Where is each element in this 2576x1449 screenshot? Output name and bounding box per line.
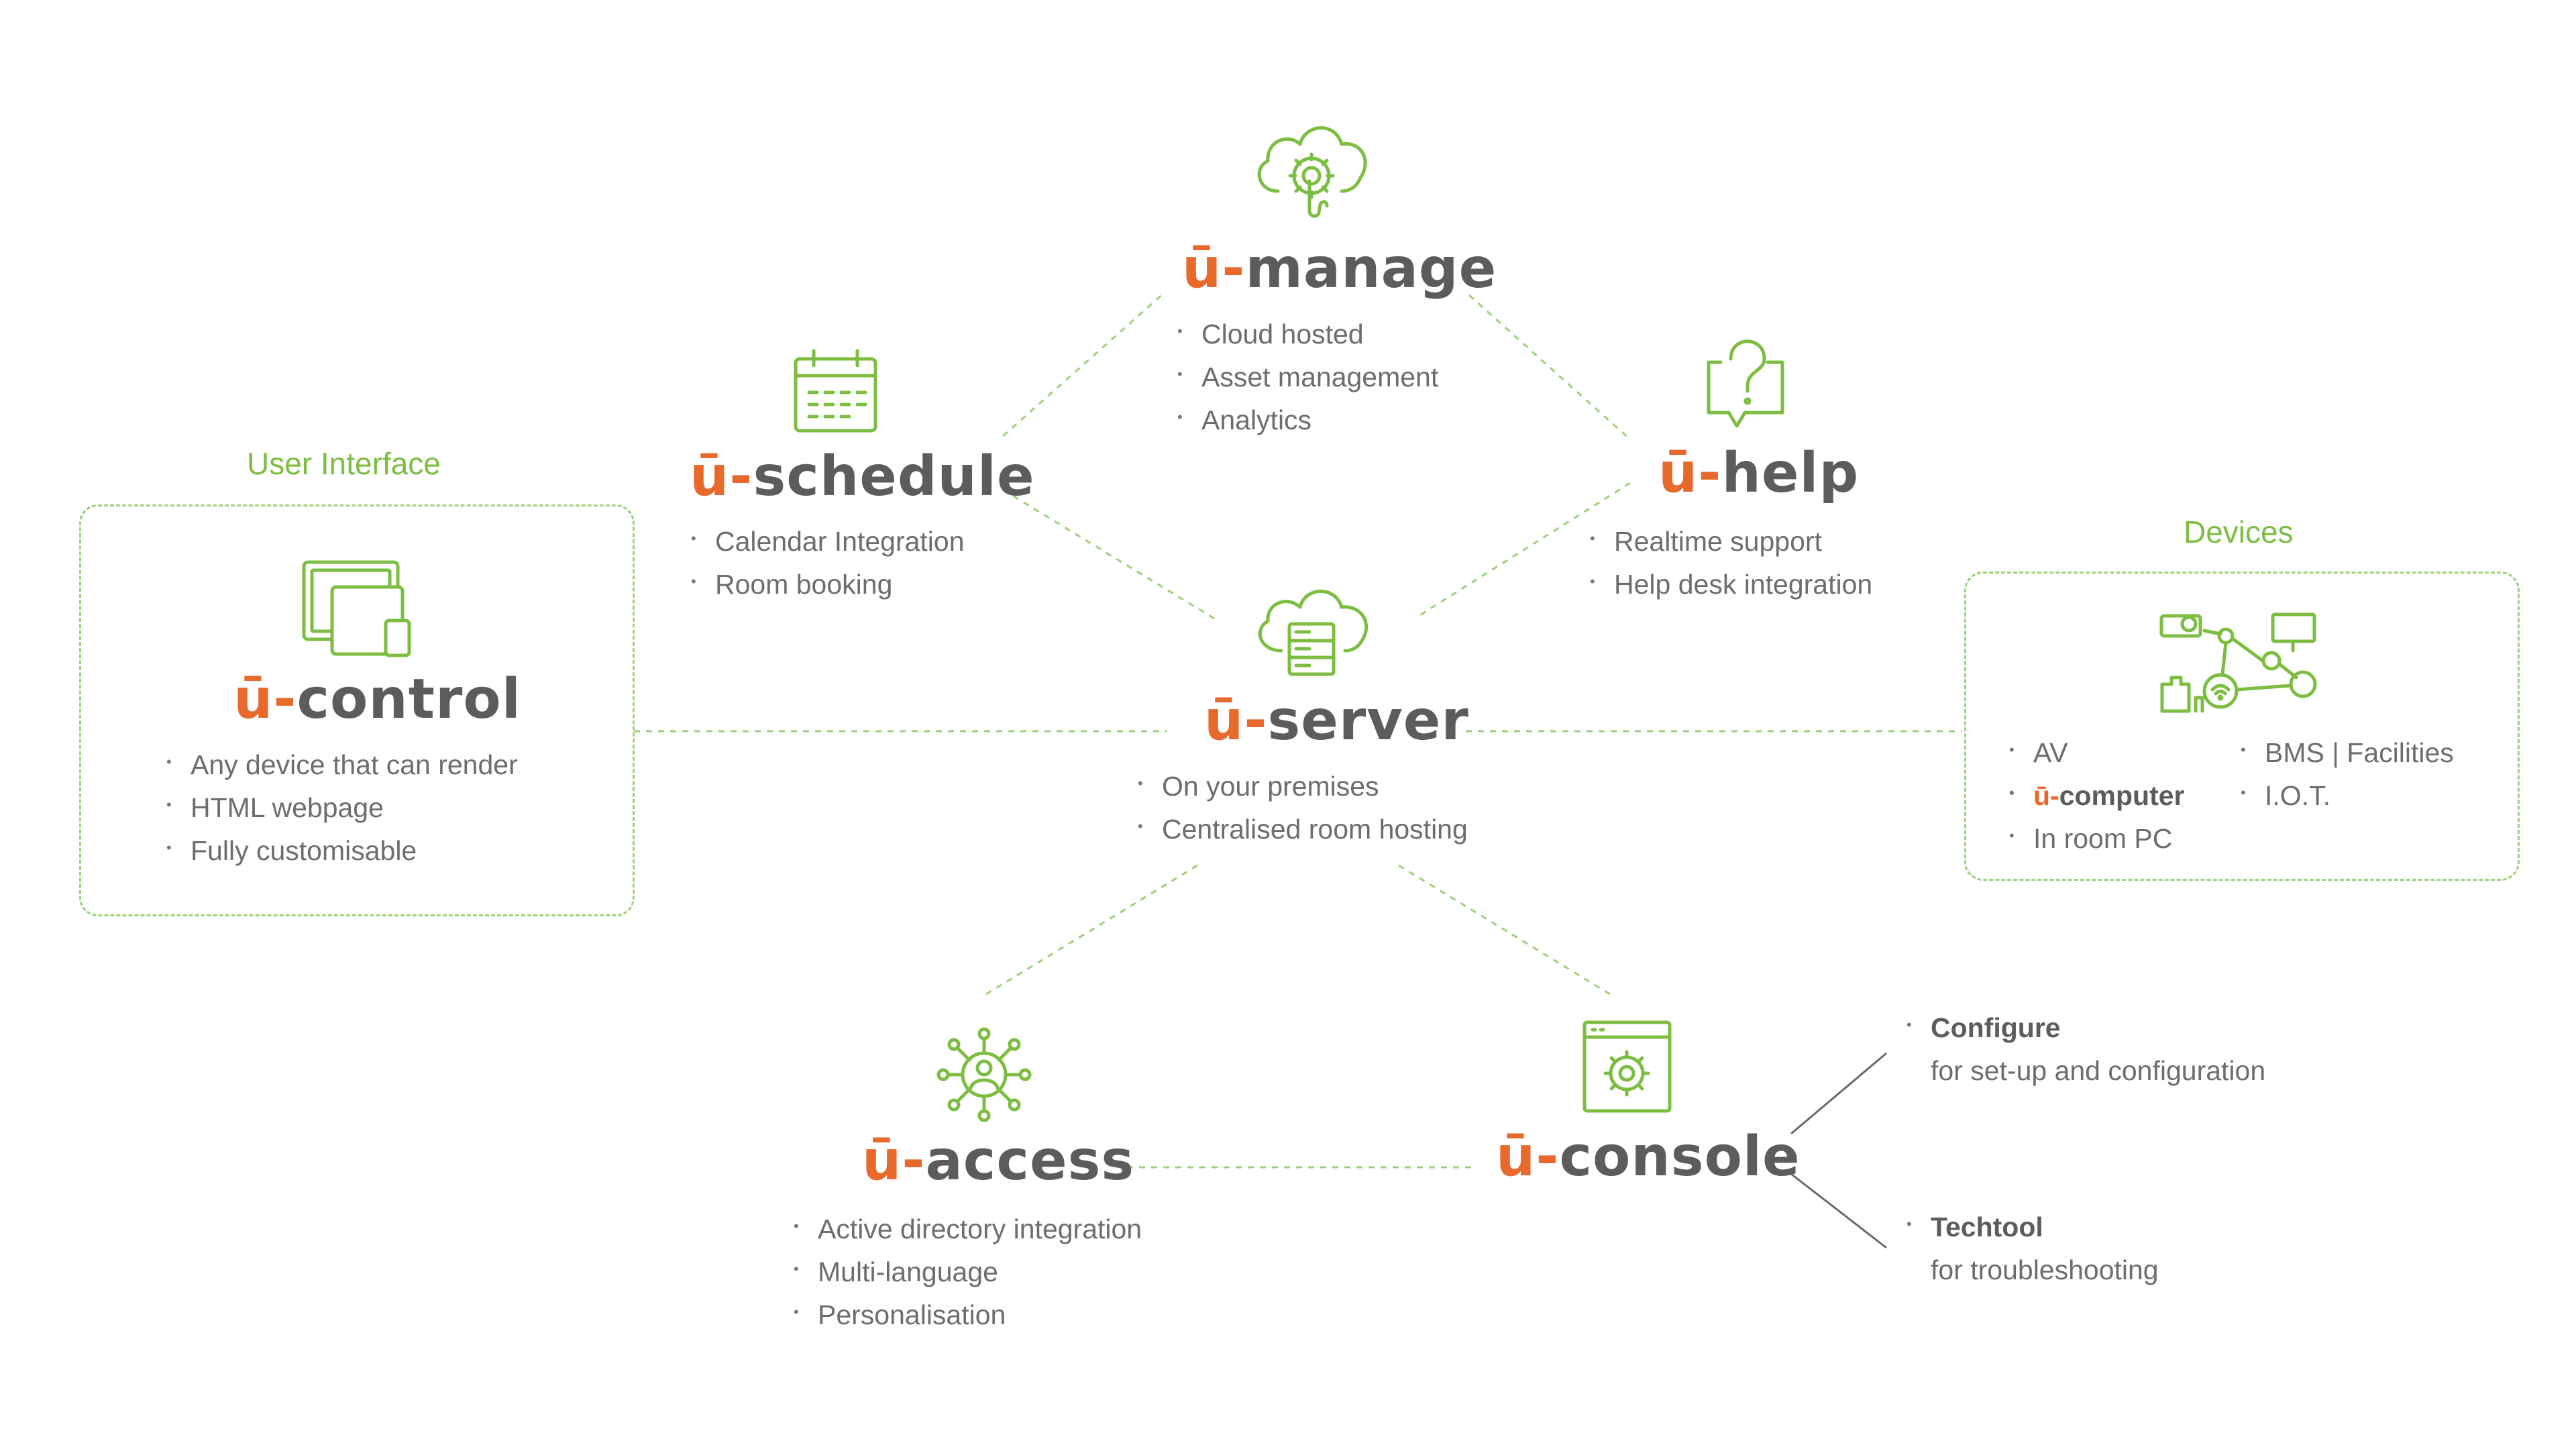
- user-interface-label: User Interface: [247, 446, 441, 481]
- console-title: ū-console: [1496, 1125, 1801, 1189]
- control-title: ū-control: [233, 667, 521, 731]
- brand-u: ū: [1182, 237, 1222, 301]
- schedule-title: ū-schedule: [690, 445, 1035, 508]
- control-bullets: Any device that can render HTML webpage …: [166, 741, 518, 872]
- link-server-access: [982, 864, 1198, 998]
- user-network-icon: [936, 1026, 1033, 1124]
- devices-box: [1964, 572, 2520, 881]
- manage-title: ū-manage: [1182, 237, 1497, 301]
- server-title: ū-server: [1204, 689, 1469, 753]
- devices-col1: AV ū-computer In room PC: [2009, 729, 2185, 860]
- brand-u: ū: [233, 667, 274, 731]
- access-title: ū-access: [862, 1129, 1135, 1193]
- link-server-console: [1398, 864, 1614, 998]
- list-item: Asset management: [1177, 353, 1438, 398]
- calendar-icon: [790, 345, 881, 436]
- link-console-configure: [1790, 1052, 1887, 1135]
- brand-u: ū: [862, 1129, 902, 1193]
- list-item: In room PC: [2009, 814, 2185, 860]
- list-item: Analytics: [1177, 396, 1438, 441]
- brand-u: ū: [2033, 780, 2051, 811]
- cloud-server-icon: [1248, 577, 1375, 678]
- window-gear-icon: [1582, 1020, 1672, 1114]
- list-item: Cloud hosted: [1177, 310, 1438, 356]
- brand-u: ū: [690, 445, 730, 508]
- brand-u: ū: [1658, 441, 1699, 505]
- list-item: Realtime support: [1590, 517, 1872, 563]
- access-bullets: Active directory integration Multi-langu…: [794, 1205, 1142, 1336]
- server-bullets: On your premises Centralised room hostin…: [1138, 762, 1468, 851]
- configure-tool: Configure for set-up and configuration: [1907, 1004, 2265, 1092]
- link-manage-help: [1468, 294, 1631, 441]
- list-item: Personalisation: [794, 1291, 1142, 1336]
- list-item: Centralised room hosting: [1138, 805, 1468, 851]
- list-item: Fully customisable: [166, 826, 518, 872]
- devices-label: Devices: [2184, 515, 2294, 549]
- devices-col2: BMS | Facilities I.O.T.: [2241, 729, 2454, 817]
- list-item: Room booking: [691, 560, 965, 606]
- link-console-techtool: [1790, 1173, 1887, 1249]
- list-item: Active directory integration: [794, 1205, 1142, 1250]
- devices-icon: [302, 560, 413, 657]
- list-item: Any device that can render: [166, 741, 518, 786]
- list-item: Calendar Integration: [691, 517, 965, 563]
- list-item: I.O.T.: [2241, 771, 2454, 817]
- techtool-tool: Techtool for troubleshooting: [1907, 1203, 2159, 1291]
- link-help-server: [1418, 482, 1631, 617]
- brand-u: ū: [1496, 1125, 1536, 1189]
- help-bullets: Realtime support Help desk integration: [1590, 517, 1872, 606]
- help-title: ū-help: [1658, 441, 1860, 505]
- list-item: BMS | Facilities: [2241, 729, 2454, 774]
- link-schedule-manage: [1002, 292, 1165, 437]
- link-schedule-server: [1002, 488, 1218, 622]
- list-item-continued: HTML webpage: [166, 784, 518, 829]
- manage-bullets: Cloud hosted Asset management Analytics: [1177, 310, 1438, 441]
- list-item: Configure: [1907, 1004, 2265, 1049]
- list-item-computer: ū-computer: [2009, 771, 2185, 817]
- list-item: Multi-language: [794, 1248, 1142, 1293]
- brand-u: ū: [1204, 689, 1244, 753]
- list-item: Help desk integration: [1590, 560, 1872, 606]
- question-bubble-icon: [1701, 332, 1788, 429]
- user-interface-box: [79, 504, 635, 916]
- device-network-icon: [2159, 610, 2320, 718]
- list-item: AV: [2009, 729, 2185, 774]
- list-item: On your premises: [1138, 762, 1468, 808]
- cloud-gear-hand-icon: [1248, 107, 1375, 225]
- schedule-bullets: Calendar Integration Room booking: [691, 517, 965, 606]
- list-item: Techtool: [1907, 1203, 2159, 1248]
